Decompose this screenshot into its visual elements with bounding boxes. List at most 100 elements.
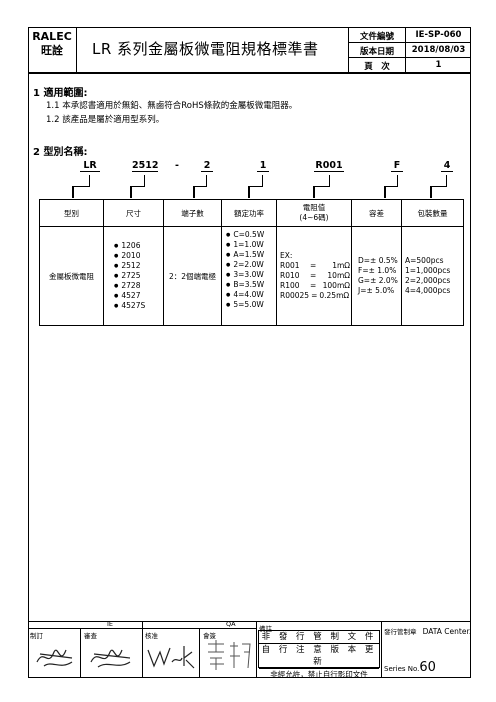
resistance-code: R00025 xyxy=(280,291,310,300)
page-label: 頁 次 xyxy=(364,62,390,72)
size-item: 2512 xyxy=(114,261,163,271)
header-type: 型別 xyxy=(39,199,104,227)
header-divider-meta2 xyxy=(405,27,406,73)
countersign-signature xyxy=(208,640,251,670)
power-item: A=1.5W xyxy=(226,250,276,260)
resistance-row: R001 = 1mΩ xyxy=(280,261,351,271)
logo-text-en: RALEC xyxy=(32,30,72,43)
remark-label: 備註 xyxy=(259,625,272,633)
size-item: 4527S xyxy=(114,301,163,311)
cell-sizes: 1206 2010 2512 2725 2728 4527 4527S xyxy=(103,226,164,326)
resistance-value: 1mΩ xyxy=(332,261,350,270)
footer-qa-label: QA xyxy=(226,620,236,628)
resistance-row: R010=10mΩ xyxy=(280,271,351,281)
power-item: 5=5.0W xyxy=(226,300,276,310)
spec-table-body-row: 金屬板微電阻 1206 2010 2512 2725 2728 4527 452… xyxy=(39,226,464,326)
header-divider-meta xyxy=(348,27,349,73)
resistance-value: 0.25mΩ xyxy=(319,291,350,300)
page-value: 1 xyxy=(435,60,442,70)
doc-no-value: IE-SP-060 xyxy=(415,30,462,40)
code-tolerance: F xyxy=(393,160,401,171)
reviewer-signature xyxy=(90,649,131,668)
section1-line2: 1.2 該產品是屬於適用型系列。 xyxy=(46,115,165,125)
header-power: 額定功率 xyxy=(221,199,277,227)
header-size: 尺寸 xyxy=(103,199,164,227)
header-bottom-rule xyxy=(28,72,471,74)
bracket-series-drop xyxy=(72,186,74,198)
resistance-code: R001 xyxy=(280,261,300,270)
bracket-tolerance-drop xyxy=(384,186,386,198)
code-power-underline xyxy=(257,171,269,172)
footer-ie-label: IE xyxy=(107,620,114,628)
series-value: 60 xyxy=(419,660,436,675)
size-item: 1206 xyxy=(114,241,163,251)
size-item: 2010 xyxy=(114,251,163,261)
tolerance-item: G=± 2.0% xyxy=(358,276,398,285)
resistance-row: R100=100mΩ xyxy=(280,281,351,291)
company-logo: RALEC 旺詮 xyxy=(30,30,74,58)
code-series: LR xyxy=(83,160,97,171)
bracket-size-drop xyxy=(130,186,132,198)
resistance-value: 100mΩ xyxy=(322,281,350,290)
bracket-terminals xyxy=(193,175,207,187)
bracket-power-drop xyxy=(248,186,250,198)
resistance-row: R00025=0.25mΩ xyxy=(280,291,351,301)
tolerance-item: J=± 5.0% xyxy=(358,286,395,295)
control-stamp: 非 發 行 管 制 文 件 自 行 注 意 版 本 更 新 非經允許，禁止自行影… xyxy=(258,630,380,679)
code-resistance-underline xyxy=(314,171,344,172)
packing-item: A=500pcs xyxy=(405,256,444,265)
footer-col-rule1 xyxy=(80,628,81,678)
header-packing: 包裝數量 xyxy=(401,199,464,227)
size-item: 2725 xyxy=(114,271,163,281)
footer-top-rule xyxy=(28,621,471,622)
footer-col-rule3 xyxy=(199,628,200,678)
code-packing: 4 xyxy=(443,160,451,171)
header-terminals: 端子數 xyxy=(163,199,222,227)
code-size: 2512 xyxy=(132,160,159,171)
footer-col-rule5 xyxy=(381,621,382,678)
section1-title: 1 適用範圍: xyxy=(33,88,88,99)
power-item: 1=1.0W xyxy=(226,240,276,250)
power-item: B=3.5W xyxy=(226,280,276,290)
cell-power: C=0.5W 1=1.0W A=1.5W 2=2.0W 3=3.0W B=3.5… xyxy=(221,226,277,326)
header-divider-logo xyxy=(76,27,77,73)
power-item: 2=2.0W xyxy=(226,260,276,270)
packing-item: 2=2,000pcs xyxy=(405,276,451,285)
code-series-underline xyxy=(80,171,100,172)
resistance-eq: = xyxy=(310,261,317,270)
footer-col-rule2 xyxy=(142,621,143,678)
cell-type: 金屬板微電阻 xyxy=(39,226,104,326)
countersign-label: 會簽 xyxy=(203,632,216,640)
bracket-packing xyxy=(430,175,447,187)
spec-table: 型別 尺寸 端子數 額定功率 電阻值 (4~6碼) 容差 包裝數量 金屬板微電阻… xyxy=(39,199,464,326)
resistance-eq: = xyxy=(310,271,317,280)
stamp-line1: 非 發 行 管 制 文 件 xyxy=(259,631,379,644)
cell-tolerance: D=± 0.5% F=± 1.0% G=± 2.0% J=± 5.0% xyxy=(351,226,402,326)
code-resistance: R001 xyxy=(315,160,343,171)
control-label-text: 發行管制章 xyxy=(384,628,417,636)
doc-no-label: 文件編號 xyxy=(359,32,394,42)
size-list: 1206 2010 2512 2725 2728 4527 4527S xyxy=(114,241,163,311)
stamp-line3: 非經允許，禁止自行影印文件 xyxy=(270,670,368,679)
cell-resistance: EX: R001=1mΩ R010=10mΩ R100=100mΩ R00025… xyxy=(276,226,352,326)
reviewer-label: 審查 xyxy=(84,632,97,640)
packing-item: 1=1,000pcs xyxy=(405,266,451,275)
resistance-value: 10mΩ xyxy=(327,271,350,280)
drafter-signature xyxy=(36,649,73,667)
version-value: 2018/08/03 xyxy=(411,45,466,55)
resistance-ex-label: EX: xyxy=(280,251,293,260)
tolerance-item: D=± 0.5% xyxy=(358,256,398,265)
control-label: 發行管制章 DATA Center. xyxy=(384,626,471,636)
code-terminals: 2 xyxy=(203,160,211,171)
stamp-line2: 自 行 注 意 版 本 更 新 xyxy=(259,644,379,669)
size-item: 4527 xyxy=(114,291,163,301)
tolerance-item: F=± 1.0% xyxy=(358,266,397,275)
bracket-terminals-drop xyxy=(193,186,195,198)
header-tolerance: 容差 xyxy=(351,199,402,227)
code-size-underline xyxy=(132,171,158,172)
bracket-power xyxy=(248,175,263,187)
power-item: C=0.5W xyxy=(226,230,276,240)
resistance-code: R100 xyxy=(280,281,300,290)
series-label: Series No. xyxy=(384,665,420,673)
spec-table-header-row: 型別 尺寸 端子數 額定功率 電阻值 (4~6碼) 容差 包裝數量 xyxy=(39,199,464,227)
